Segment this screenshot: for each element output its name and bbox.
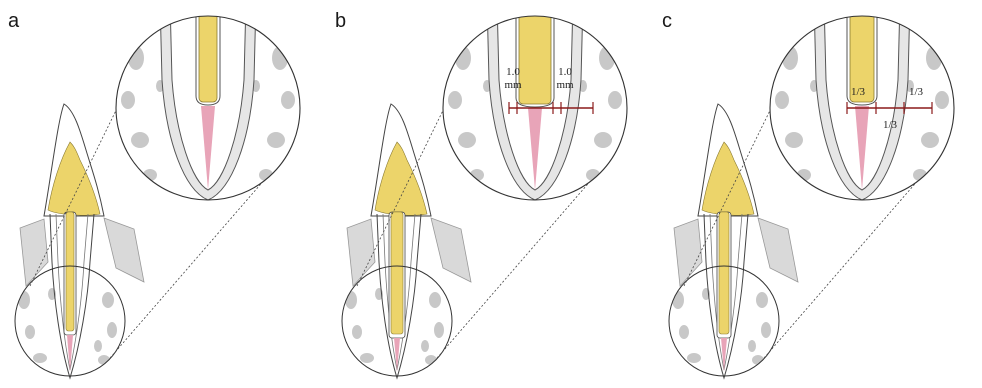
bone-hole	[448, 91, 462, 109]
bone-hole	[272, 24, 284, 36]
bone-hole	[687, 353, 701, 363]
gum-left	[674, 219, 702, 286]
bone-hole	[102, 292, 114, 308]
annotation-right-unit: mm	[556, 79, 574, 91]
bone-hole	[352, 325, 362, 339]
bone-hole	[775, 91, 789, 109]
magnified-view	[116, 0, 300, 200]
bone-hole	[679, 325, 689, 339]
bone-hole	[131, 132, 149, 148]
panel-label-b: b	[335, 10, 346, 33]
bone-hole	[761, 322, 771, 338]
gum-right	[104, 218, 144, 282]
bone-hole	[110, 275, 118, 285]
bone-hole	[281, 91, 295, 109]
bone-hole	[786, 24, 798, 36]
bone-hole	[437, 275, 445, 285]
bone-hole	[672, 291, 684, 309]
connector-line-top	[30, 90, 126, 286]
annotation-left-unit: mm	[504, 79, 522, 91]
annotation-center-third: 1/3	[883, 119, 898, 131]
post	[719, 212, 729, 334]
bone-hole	[421, 340, 429, 352]
gutta-percha	[394, 338, 400, 372]
panel-a: a	[0, 0, 328, 388]
bone-hole	[748, 340, 756, 352]
bone-hole	[434, 322, 444, 338]
gum-left	[20, 219, 48, 286]
bone-hole	[25, 325, 35, 339]
connector-line-top	[684, 90, 780, 286]
magnified-view	[770, 0, 954, 200]
bone-hole	[608, 91, 622, 109]
post	[391, 212, 403, 334]
annotation-left-value: 1.0	[506, 66, 520, 78]
bone-hole	[132, 24, 144, 36]
panel-label-a: a	[8, 10, 19, 33]
bone-hole	[594, 132, 612, 148]
bone-hole	[121, 91, 135, 109]
magnified-view	[443, 0, 627, 200]
panel-c-illustration: 1/3 1/3 1/3	[654, 0, 982, 388]
bone-hole	[360, 353, 374, 363]
gutta-percha	[721, 338, 727, 372]
post	[66, 212, 74, 331]
bone-hole	[429, 292, 441, 308]
bone-hole	[756, 292, 768, 308]
bone-hole	[935, 91, 949, 109]
gum-right	[758, 218, 798, 282]
annotation-right-third: 1/3	[909, 86, 924, 98]
bone-hole	[345, 291, 357, 309]
bone-hole	[107, 322, 117, 338]
bone-hole	[599, 24, 611, 36]
panel-c: 1/3 1/3 1/3 c	[654, 0, 982, 388]
annotation-right-value: 1.0	[558, 66, 572, 78]
gum-right	[431, 218, 471, 282]
gum-left	[347, 219, 375, 286]
panel-label-c: c	[662, 10, 672, 33]
gutta-percha	[67, 335, 73, 372]
panel-a-illustration	[0, 0, 328, 388]
bone-hole	[785, 132, 803, 148]
bone-hole	[459, 24, 471, 36]
bone-hole	[764, 275, 772, 285]
bone-hole	[94, 340, 102, 352]
annotation-left-third: 1/3	[851, 86, 866, 98]
bone-hole	[926, 24, 938, 36]
bone-hole	[458, 132, 476, 148]
bone-hole	[18, 291, 30, 309]
bone-hole	[33, 353, 47, 363]
bone-hole	[267, 132, 285, 148]
bone-hole	[921, 132, 939, 148]
mag-post	[199, 0, 217, 102]
